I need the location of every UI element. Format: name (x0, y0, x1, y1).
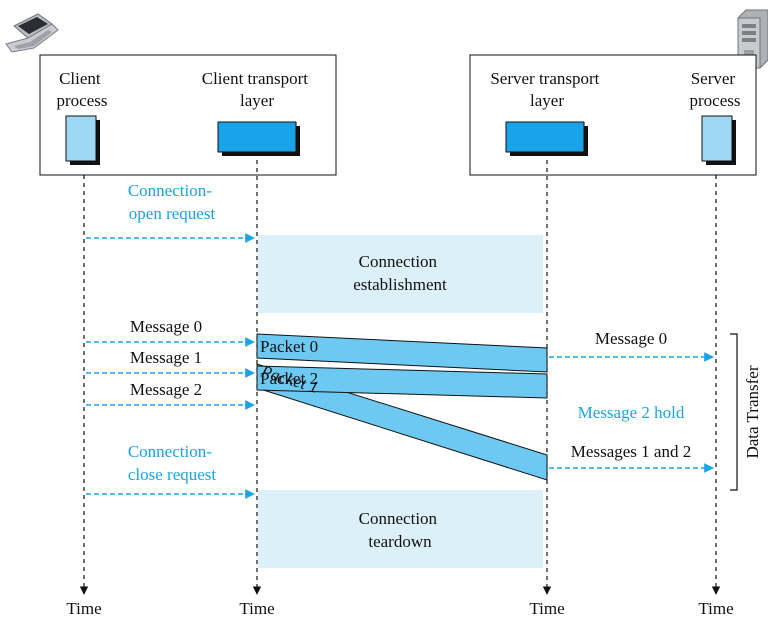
client-process-box (65, 115, 100, 165)
connection-close-request-label: Connection- close request (128, 442, 217, 484)
server-messages-1-and-2-label: Messages 1 and 2 (571, 442, 691, 461)
client-transport-box (217, 121, 300, 156)
server-transport-box (505, 121, 588, 156)
client-message-1-label: Message 1 (130, 348, 202, 367)
client-process-label: Client process (57, 69, 108, 110)
server-message-0-label: Message 0 (595, 329, 667, 348)
data-transfer-bracket (730, 333, 738, 491)
client-message-2-label: Message 2 (130, 380, 202, 399)
packet-0-band (256, 333, 548, 373)
client-message-0-label: Message 0 (130, 317, 202, 336)
connection-teardown-band (258, 490, 543, 568)
connection-open-request-label: Connection- open request (128, 181, 216, 223)
connection-establishment-band (258, 235, 543, 313)
laptop-icon (5, 13, 59, 53)
server-transport-label: Server transport layer (490, 69, 603, 110)
connection-teardown-label: Connection teardown (359, 509, 442, 551)
connection-establishment-label: Connection establishment (353, 252, 447, 294)
time-label: Time (698, 599, 733, 618)
server-process-label: Server process (690, 69, 741, 110)
server-process-box (701, 115, 736, 165)
message-2-hold-label: Message 2 hold (578, 403, 685, 422)
time-label: Time (529, 599, 564, 618)
data-transfer-label: Data Transfer (743, 365, 762, 458)
packet-2-band (256, 365, 548, 399)
time-label: Time (66, 599, 101, 618)
client-transport-label: Client transport layer (202, 69, 312, 110)
time-label: Time (239, 599, 274, 618)
packet-2-label: Packet 2 (260, 369, 318, 388)
packet-0-label: Packet 0 (260, 337, 318, 356)
